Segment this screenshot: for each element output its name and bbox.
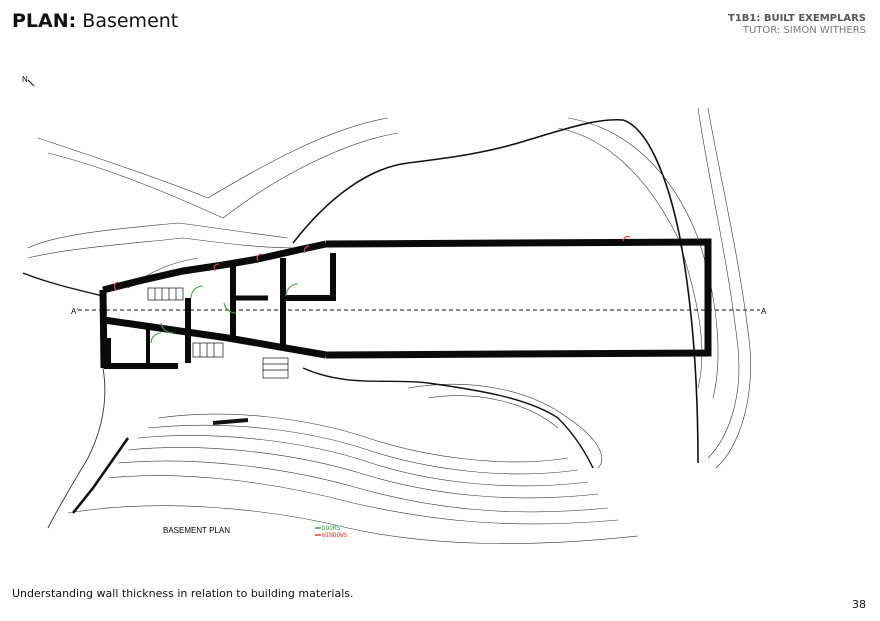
- building-walls: [99, 238, 712, 369]
- stairs: [147, 287, 289, 379]
- plan-label: BASEMENT PLAN: [163, 526, 230, 535]
- north-arrow-icon: N: [22, 75, 35, 87]
- cliff-lower-outline: [302, 367, 594, 469]
- title-rest: Basement: [76, 10, 179, 32]
- north-label: N: [22, 75, 28, 84]
- page-number: 38: [852, 598, 866, 611]
- plan-svg: N: [22, 75, 767, 544]
- title-prefix: PLAN:: [12, 10, 77, 32]
- cliff-outline: [292, 118, 699, 464]
- coast-path: [22, 272, 104, 297]
- terrain-contours: [27, 107, 751, 544]
- section-label-end: A: [761, 307, 767, 316]
- course-code: T1B1: BUILT EXEMPLARS: [728, 13, 866, 24]
- caption: Understanding wall thickness in relation…: [12, 587, 354, 600]
- doors: [150, 283, 299, 344]
- shore-line: [47, 367, 106, 529]
- section-label-start: A': [71, 307, 78, 316]
- stone-steps: [71, 437, 130, 514]
- low-wall: [212, 418, 249, 425]
- legend-windows-label: WINDOWS: [322, 532, 348, 539]
- legend-doors-label: DOORS: [322, 525, 340, 532]
- windows: [113, 235, 631, 291]
- page-title: PLAN: Basement: [12, 10, 178, 32]
- legend: DOORS WINDOWS: [315, 525, 348, 539]
- course-info: T1B1: BUILT EXEMPLARS TUTOR: SIMON WITHE…: [728, 13, 866, 37]
- tutor-name: TUTOR: SIMON WITHERS: [742, 25, 866, 36]
- basement-plan-drawing: N: [8, 58, 783, 568]
